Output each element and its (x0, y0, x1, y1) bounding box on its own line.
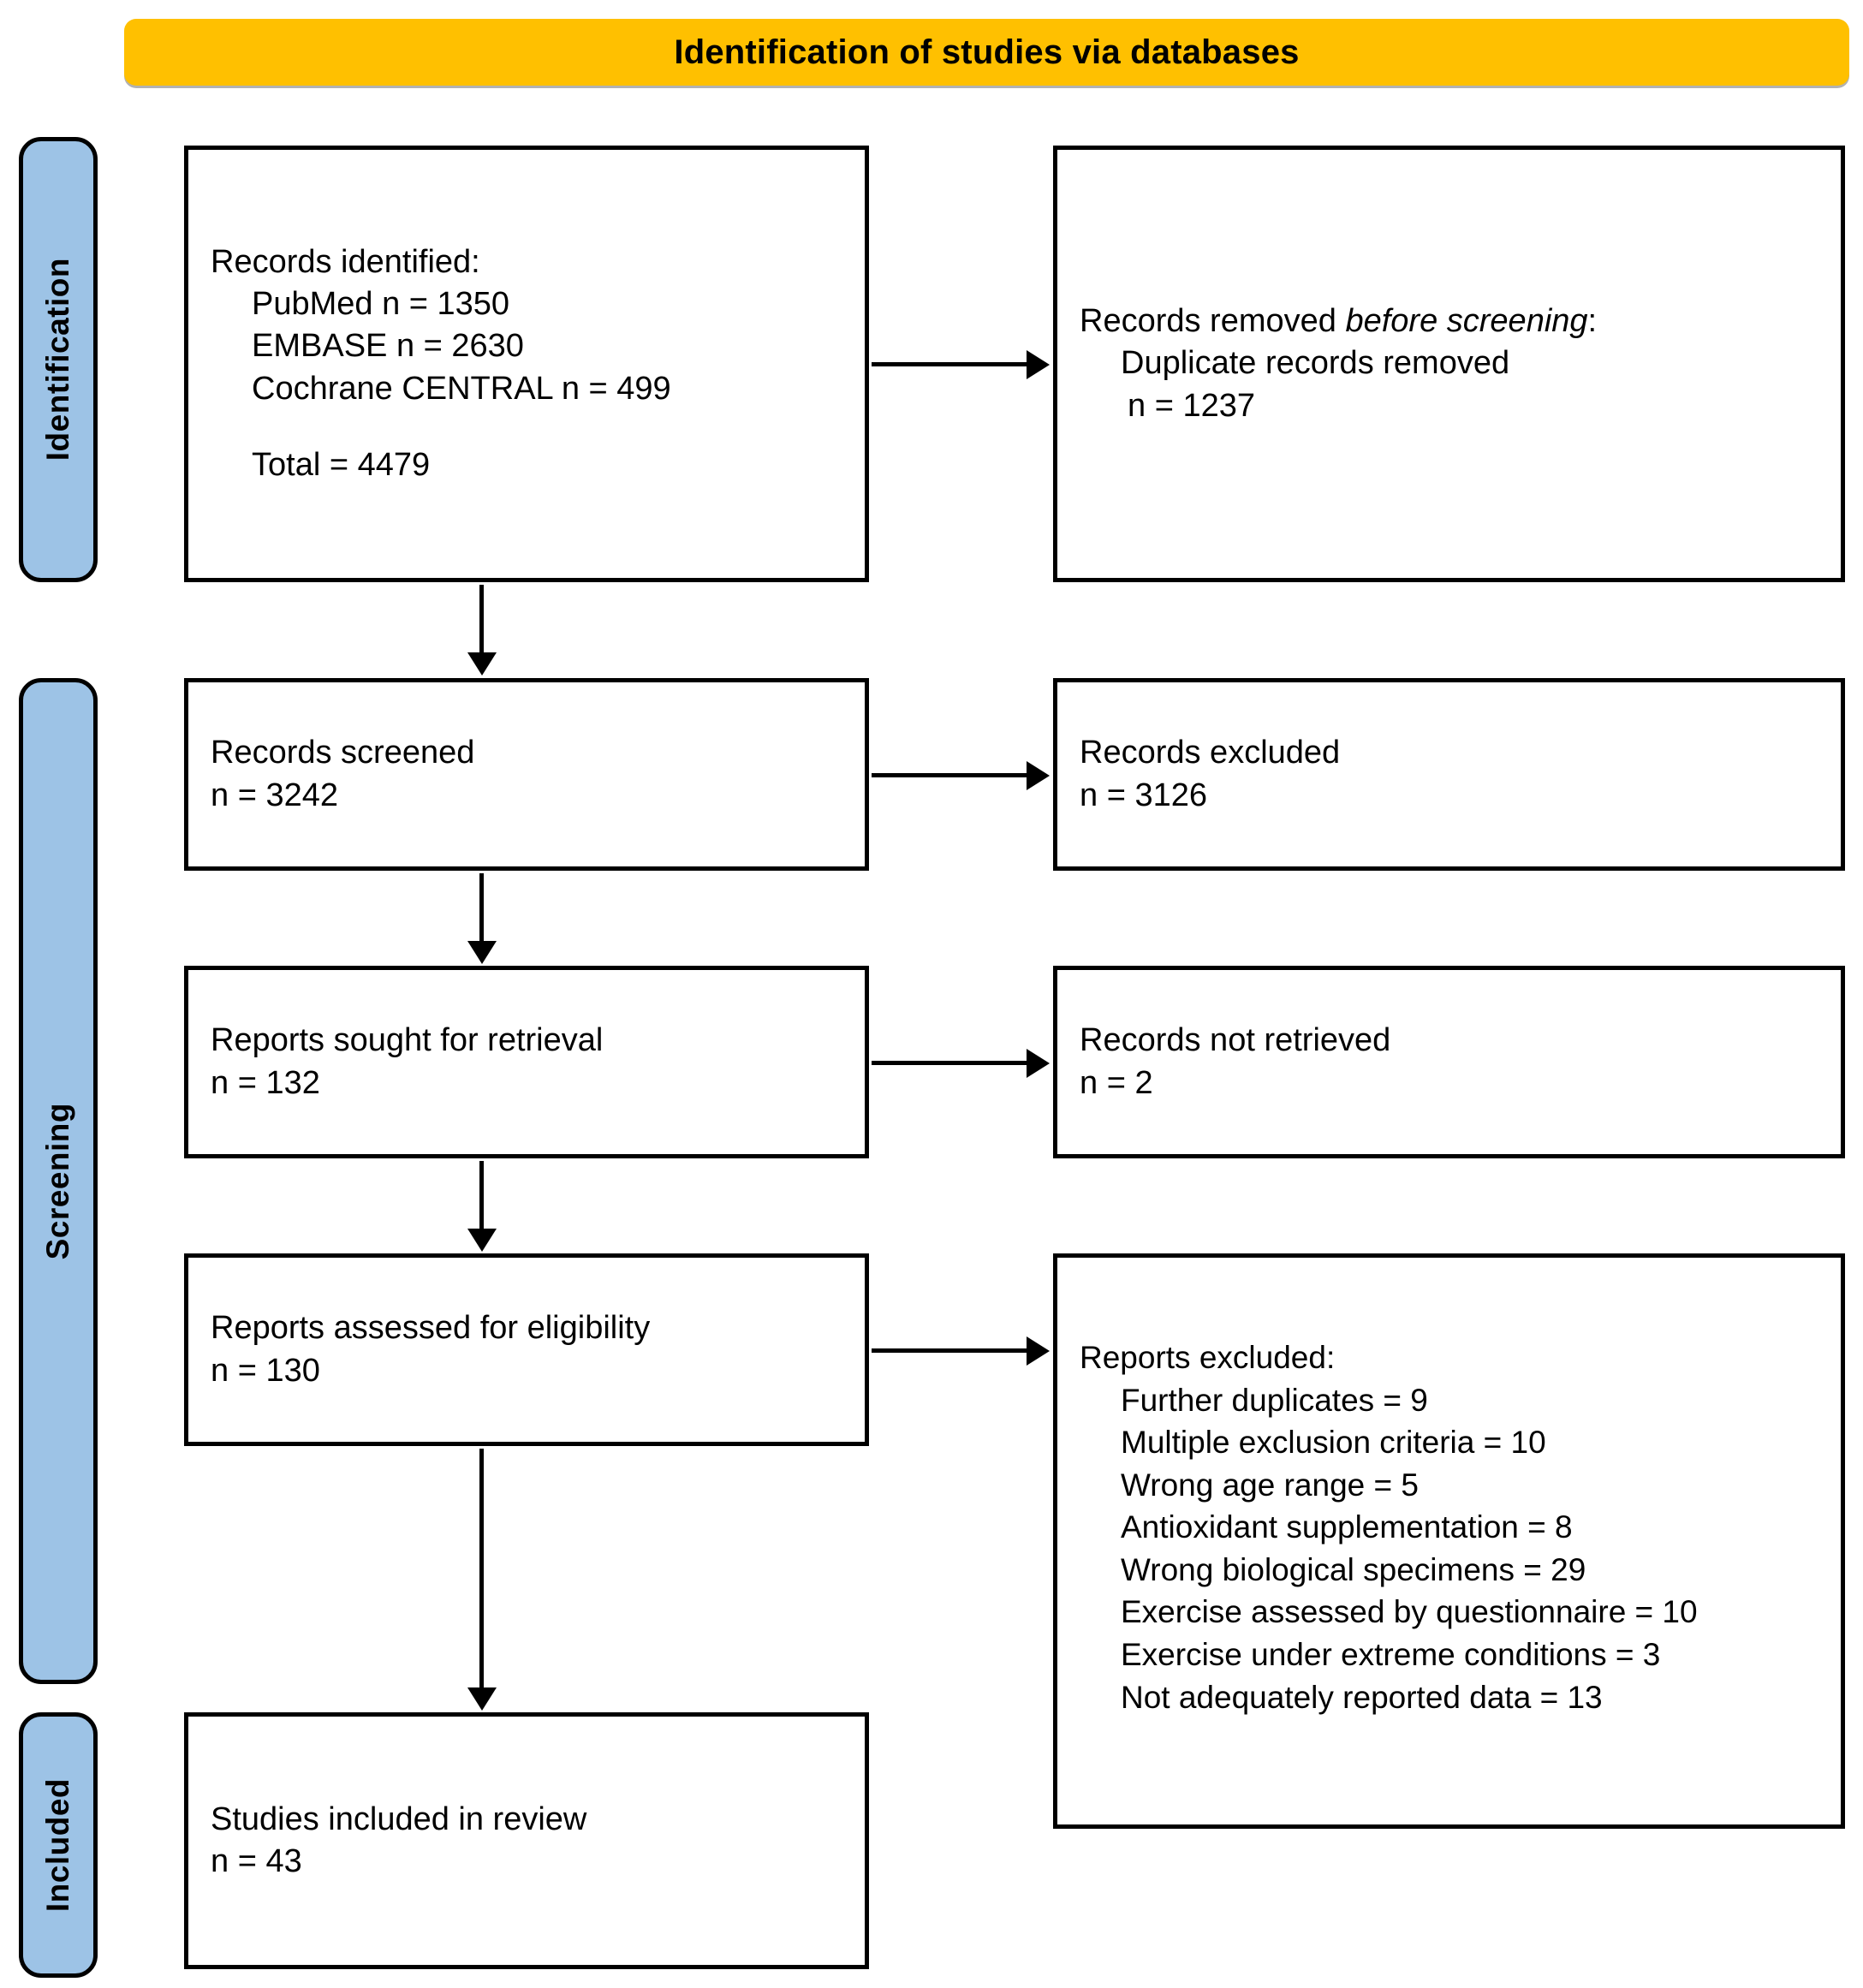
box-records-removed-before-screening: Records removed before screening: Duplic… (1053, 146, 1845, 582)
reports-assessed-label: Reports assessed for eligibility (211, 1310, 651, 1347)
records-removed-heading-plain: Records removed (1080, 302, 1346, 339)
records-identified-spacer (211, 410, 842, 444)
records-removed-heading: Records removed before screening: (1080, 301, 1818, 342)
studies-included-label: Studies included in review (211, 1801, 587, 1837)
reports-excluded-reason-7: Exercise under extreme conditions = 3 (1121, 1637, 1661, 1673)
diagram-title: Identification of studies via databases (674, 33, 1300, 71)
box-records-screened: Records screened n = 3242 (184, 678, 869, 871)
arrow-identified-to-removed (872, 362, 1027, 366)
records-excluded-count: n = 3126 (1080, 777, 1207, 813)
stage-label-identification-text: Identification (40, 258, 75, 461)
reports-excluded-reason-4: Antioxidant supplementation = 8 (1121, 1509, 1573, 1545)
records-removed-reason: Duplicate records removed (1121, 345, 1510, 382)
records-removed-count: n = 1237 (1128, 387, 1255, 424)
arrow-sought-to-not-retrieved (872, 1061, 1027, 1065)
reports-assessed-count: n = 130 (211, 1352, 320, 1389)
reports-excluded-reason-6: Exercise assessed by questionnaire = 10 (1121, 1594, 1698, 1630)
records-not-retrieved-label: Records not retrieved (1080, 1022, 1391, 1059)
box-reports-assessed-for-eligibility: Reports assessed for eligibility n = 130 (184, 1253, 869, 1446)
records-not-retrieved-count: n = 2 (1080, 1064, 1153, 1101)
arrow-screened-to-excluded (872, 773, 1027, 777)
reports-excluded-reason-1: Further duplicates = 9 (1121, 1382, 1428, 1418)
reports-excluded-reason-2: Multiple exclusion criteria = 10 (1121, 1425, 1546, 1461)
reports-excluded-reason-8: Not adequately reported data = 13 (1121, 1679, 1603, 1715)
records-screened-count: n = 3242 (211, 777, 338, 813)
records-excluded-label: Records excluded (1080, 735, 1341, 771)
records-removed-heading-italic: before screening (1345, 302, 1588, 339)
box-records-not-retrieved: Records not retrieved n = 2 (1053, 966, 1845, 1158)
reports-excluded-reason-3: Wrong age range = 5 (1121, 1467, 1419, 1503)
stage-label-identification: Identification (19, 137, 98, 582)
records-screened-label: Records screened (211, 735, 475, 771)
stage-label-screening: Screening (19, 678, 98, 1684)
box-reports-sought-for-retrieval: Reports sought for retrieval n = 132 (184, 966, 869, 1158)
studies-included-count: n = 43 (211, 1843, 302, 1879)
arrow-assessed-to-reports-excluded (872, 1348, 1027, 1353)
box-records-identified: Records identified: PubMed n = 1350 EMBA… (184, 146, 869, 582)
records-identified-heading: Records identified: (211, 243, 480, 280)
diagram-header-banner: Identification of studies via databases (124, 19, 1849, 86)
reports-excluded-reason-5: Wrong biological specimens = 29 (1121, 1551, 1586, 1587)
records-identified-total: Total = 4479 (252, 447, 431, 484)
arrow-identified-to-screened (479, 585, 484, 653)
arrow-assessed-to-included (479, 1449, 484, 1688)
reports-sought-count: n = 132 (211, 1064, 320, 1101)
records-identified-source-embase: EMBASE n = 2630 (252, 328, 524, 365)
arrow-screened-to-sought (479, 873, 484, 942)
reports-excluded-heading: Reports excluded: (1080, 1340, 1336, 1375)
records-identified-source-pubmed: PubMed n = 1350 (252, 285, 510, 322)
records-removed-heading-suffix: : (1587, 302, 1598, 339)
reports-sought-label: Reports sought for retrieval (211, 1022, 604, 1059)
box-studies-included-in-review: Studies included in review n = 43 (184, 1712, 869, 1969)
stage-label-screening-text: Screening (40, 1102, 75, 1260)
records-identified-source-cochrane: Cochrane CENTRAL n = 499 (252, 370, 671, 407)
box-reports-excluded: Reports excluded: Further duplicates = 9… (1053, 1253, 1845, 1829)
stage-label-included-text: Included (40, 1777, 75, 1913)
stage-label-included: Included (19, 1712, 98, 1978)
arrow-sought-to-assessed (479, 1161, 484, 1229)
box-records-excluded: Records excluded n = 3126 (1053, 678, 1845, 871)
